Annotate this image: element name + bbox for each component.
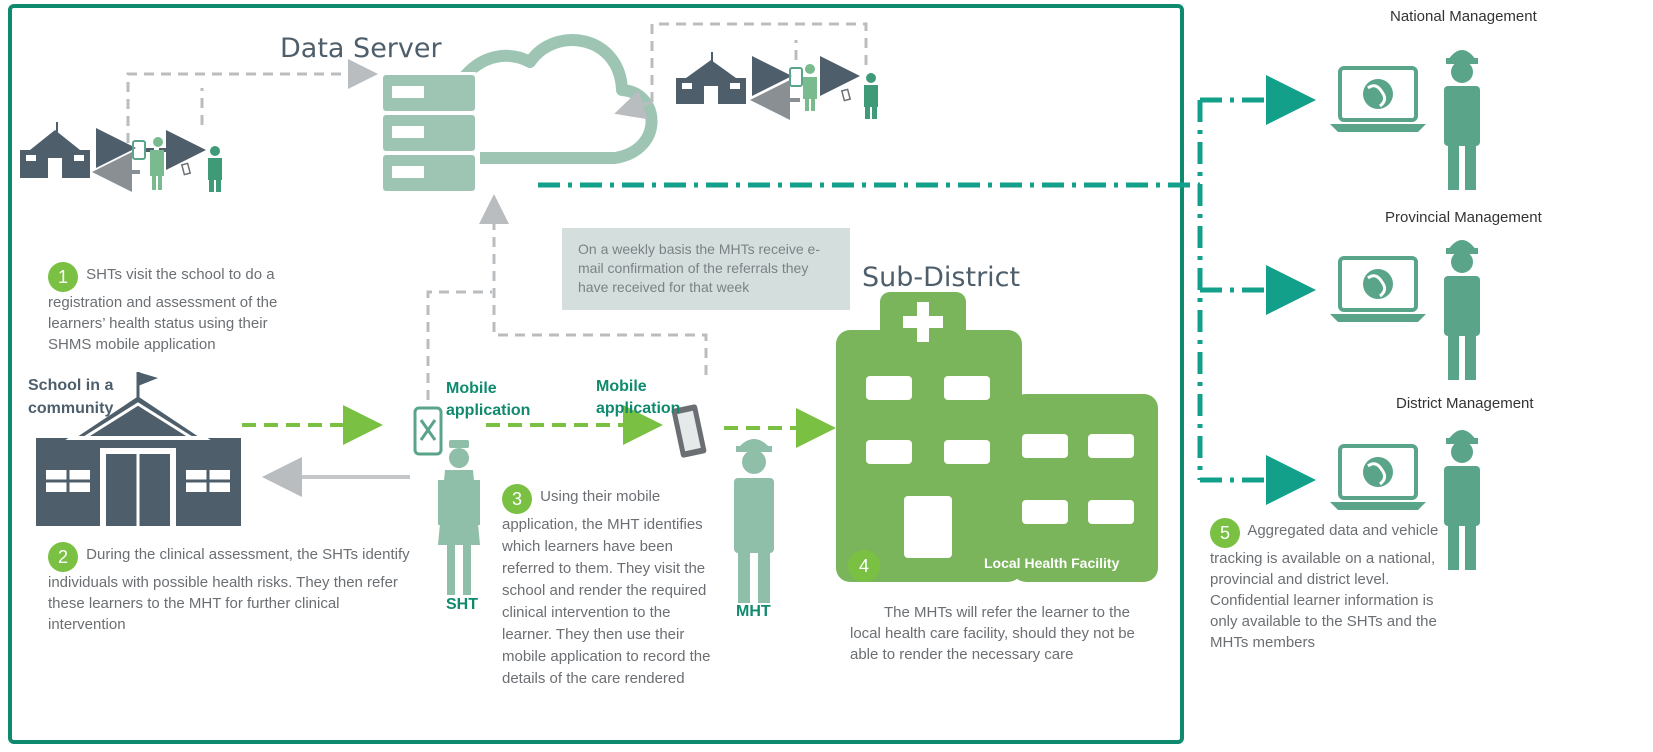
page-title: Data Server (280, 33, 442, 64)
step-badge: 2 (48, 542, 78, 572)
step-1: 1 SHTs visit the school to do a registra… (48, 262, 303, 355)
person-district (1444, 430, 1480, 570)
mobile-app-label-mht: Mobile application (596, 378, 681, 417)
school-building (36, 372, 241, 526)
tablet-icon (671, 404, 707, 458)
phone-icon (413, 406, 443, 456)
subdistrict-title: Sub-District (862, 262, 1021, 293)
step-5: 5 Aggregated data and vehicle tracking i… (1210, 518, 1442, 653)
step-badge: 5 (1210, 518, 1240, 548)
weekly-note-text: On a weekly basis the MHTs receive e-mai… (578, 241, 820, 295)
mini-school-left (20, 122, 222, 192)
sht-figure (438, 440, 480, 595)
mgmt-provincial-label: Provincial Management (1385, 209, 1542, 226)
laptop-icon-provincial (1330, 256, 1426, 322)
mobile-app-label-sht: Mobile application (446, 380, 531, 419)
step-badge: 3 (502, 484, 532, 514)
referral-flow (242, 405, 836, 497)
laptop-icon-national (1330, 66, 1426, 132)
school-label: School in a community (28, 377, 114, 417)
mgmt-district-label: District Management (1396, 395, 1534, 412)
person-provincial (1444, 240, 1480, 380)
step-badge: 4 (848, 550, 880, 582)
mini-school-right (676, 52, 878, 120)
step-text: The MHTs will refer the learner to the l… (850, 604, 1135, 663)
distribution-lines (538, 75, 1316, 505)
step-2: 2 During the clinical assessment, the SH… (48, 542, 413, 635)
step-text: During the clinical assessment, the SHTs… (48, 546, 410, 633)
weekly-note: On a weekly basis the MHTs receive e-mai… (562, 228, 850, 310)
upload-paths (126, 22, 868, 400)
step-text: SHTs visit the school to do a registrati… (48, 266, 278, 353)
facility-label: Local Health Facility (984, 555, 1120, 571)
step-badge: 1 (48, 262, 78, 292)
person-national (1444, 50, 1480, 190)
health-facility-building (836, 292, 1158, 582)
data-server-icon (380, 34, 658, 191)
step-text: Aggregated data and vehicle tracking is … (1210, 522, 1439, 651)
step-4: The MHTs will refer the learner to the l… (850, 602, 1140, 665)
step-text: Using their mobile application, the MHT … (502, 488, 711, 687)
mgmt-national-label: National Management (1390, 8, 1537, 25)
sht-label: SHT (446, 596, 478, 613)
mht-label: MHT (736, 603, 771, 620)
step-4-badge-wrap: 4 (848, 550, 884, 582)
step-3: 3 Using their mobile application, the MH… (502, 484, 717, 690)
mht-figure (734, 439, 774, 603)
laptop-icon-district (1330, 444, 1426, 510)
system-frame (8, 4, 1184, 744)
